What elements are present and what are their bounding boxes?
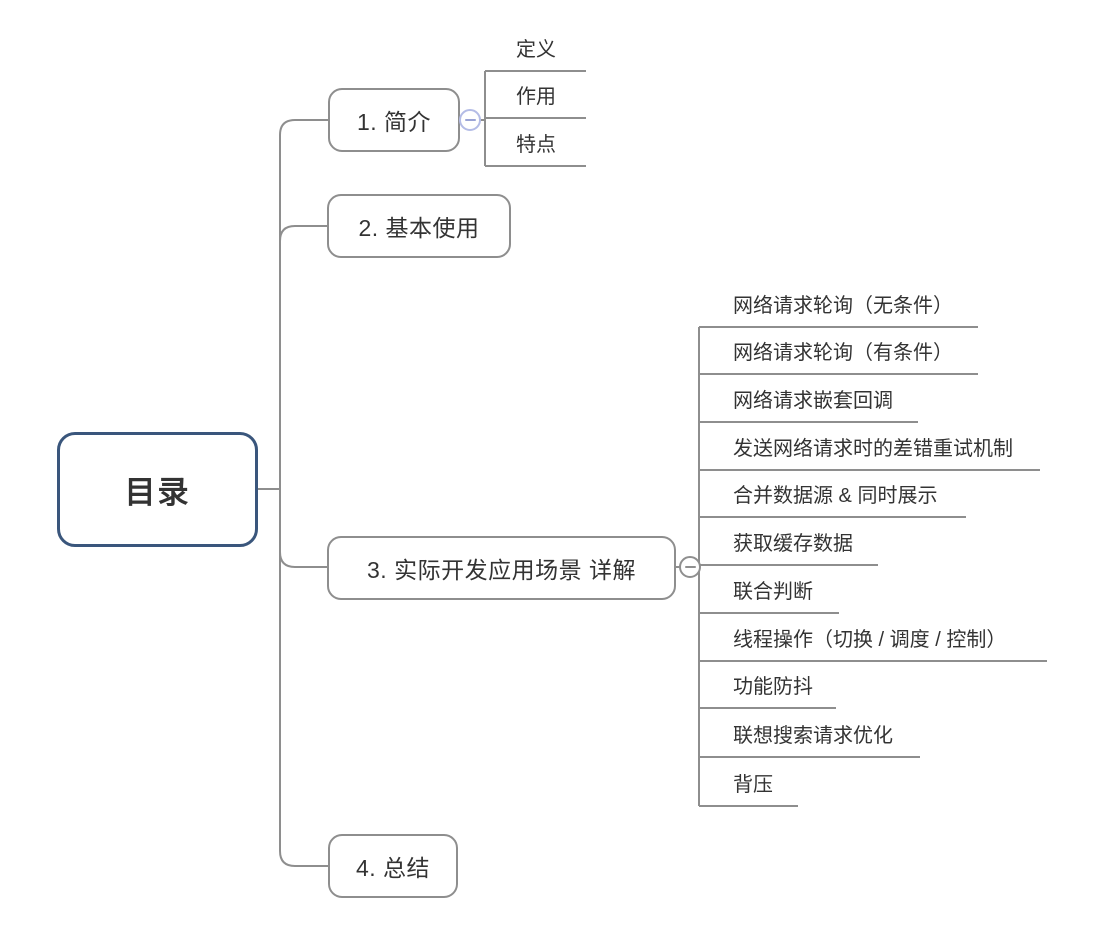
node-branch-summary-label: 4. 总结 [355, 855, 431, 881]
leaf-scenario-merge-datasource[interactable]: 合并数据源 & 同时展示 [733, 485, 938, 507]
leaf-scenario-nested-callback[interactable]: 网络请求嵌套回调 [733, 390, 893, 412]
leaf-scenario-polling-unconditional[interactable]: 网络请求轮询（无条件） [733, 295, 953, 317]
leaf-intro-definition[interactable]: 定义 [516, 39, 556, 61]
node-branch-basic-usage-label: 2. 基本使用 [358, 215, 480, 241]
node-branch-intro[interactable]: 1. 简介 [328, 88, 460, 152]
node-branch-intro-label: 1. 简介 [356, 109, 432, 135]
leaf-scenario-thread-operations[interactable]: 线程操作（切换 / 调度 / 控制） [733, 629, 1007, 651]
leaf-scenario-joint-judgement[interactable]: 联合判断 [733, 581, 813, 603]
leaf-scenario-debounce[interactable]: 功能防抖 [733, 676, 813, 698]
minus-icon [464, 119, 476, 121]
node-root-label: 目录 [124, 475, 191, 510]
leaf-scenario-cache-data[interactable]: 获取缓存数据 [733, 533, 853, 555]
node-branch-scenarios-label: 3. 实际开发应用场景 详解 [367, 557, 636, 583]
minus-icon [684, 566, 696, 568]
collapse-button-intro[interactable] [459, 109, 481, 131]
node-branch-summary[interactable]: 4. 总结 [328, 834, 458, 898]
leaf-scenario-backpressure[interactable]: 背压 [733, 774, 773, 796]
leaf-scenario-retry-mechanism[interactable]: 发送网络请求时的差错重试机制 [733, 438, 1013, 460]
leaf-intro-function[interactable]: 作用 [516, 86, 556, 108]
collapse-button-scenarios[interactable] [679, 556, 701, 578]
node-branch-basic-usage[interactable]: 2. 基本使用 [327, 194, 511, 258]
node-branch-scenarios[interactable]: 3. 实际开发应用场景 详解 [327, 536, 676, 600]
node-root[interactable]: 目录 [57, 432, 258, 547]
leaf-scenario-polling-conditional[interactable]: 网络请求轮询（有条件） [733, 342, 953, 364]
leaf-intro-features[interactable]: 特点 [516, 134, 556, 156]
leaf-scenario-search-optimization[interactable]: 联想搜索请求优化 [733, 725, 893, 747]
